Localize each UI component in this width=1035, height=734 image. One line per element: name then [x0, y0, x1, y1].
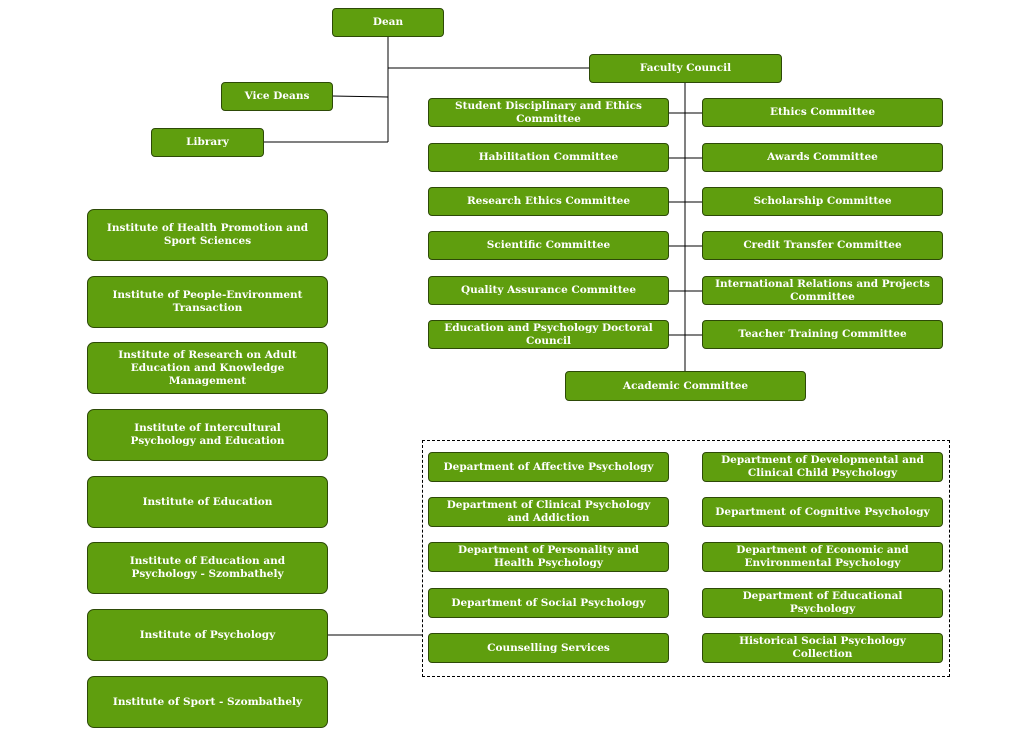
department-box: Department of Clinical Psychology and Ad… [428, 497, 669, 527]
committee-box: International Relations and Projects Com… [702, 276, 943, 305]
institute-label: Institute of Sport - Szombathely [112, 695, 303, 708]
institute-box: Institute of Education and Psychology - … [87, 542, 328, 594]
committee-label: Quality Assurance Committee [460, 284, 637, 296]
committee-label: Ethics Committee [769, 106, 876, 118]
vice-deans-label: Vice Deans [244, 90, 310, 102]
committee-label: Credit Transfer Committee [743, 239, 902, 251]
department-label: Department of Economic and Environmental… [736, 544, 909, 569]
committee-box: Teacher Training Committee [702, 320, 943, 349]
committee-box: Education and Psychology Doctoral Counci… [428, 320, 669, 349]
department-label: Department of Clinical Psychology and Ad… [446, 499, 651, 524]
institute-label: Institute of Health Promotion and Sport … [106, 222, 309, 247]
committee-box: Scholarship Committee [702, 187, 943, 216]
department-label: Department of Personality and Health Psy… [458, 544, 639, 569]
institute-box: Institute of Research on Adult Education… [87, 342, 328, 394]
department-box: Department of Cognitive Psychology [702, 497, 943, 527]
institute-label: Institute of Intercultural Psychology an… [130, 422, 285, 447]
department-box: Department of Economic and Environmental… [702, 542, 943, 572]
department-label: Department of Social Psychology [451, 596, 646, 609]
library-box: Library [151, 128, 264, 157]
department-label: Department of Cognitive Psychology [715, 505, 930, 518]
dean-box: Dean [332, 8, 444, 37]
institute-box: Institute of People-Environment Transact… [87, 276, 328, 328]
committee-label: Scientific Committee [486, 239, 611, 251]
department-box: Historical Social Psychology Collection [702, 633, 943, 663]
institute-box: Institute of Sport - Szombathely [87, 676, 328, 728]
committee-label: Habilitation Committee [478, 151, 619, 163]
vice-deans-box: Vice Deans [221, 82, 333, 111]
department-label: Counselling Services [487, 641, 610, 654]
institute-label: Institute of Psychology [139, 628, 276, 641]
committee-label: Education and Psychology Doctoral Counci… [444, 321, 653, 347]
academic-committee-label: Academic Committee [622, 379, 749, 392]
department-label: Department of Affective Psychology [443, 460, 654, 473]
department-box: Counselling Services [428, 633, 669, 663]
faculty-council-label: Faculty Council [639, 62, 732, 74]
institute-box: Institute of Education [87, 476, 328, 528]
committee-label: Awards Committee [767, 151, 878, 163]
institute-box: Institute of Psychology [87, 609, 328, 661]
committee-box: Student Disciplinary and Ethics Committe… [428, 98, 669, 127]
committee-box: Ethics Committee [702, 98, 943, 127]
committee-box: Habilitation Committee [428, 143, 669, 172]
committee-label: Student Disciplinary and Ethics Committe… [455, 99, 642, 125]
library-label: Library [186, 136, 229, 148]
department-box: Department of Personality and Health Psy… [428, 542, 669, 572]
committee-box: Quality Assurance Committee [428, 276, 669, 305]
department-box: Department of Social Psychology [428, 588, 669, 618]
committee-label: Research Ethics Committee [466, 195, 631, 207]
department-label: Historical Social Psychology Collection [739, 635, 906, 660]
committee-label: Teacher Training Committee [738, 328, 907, 340]
committee-box: Scientific Committee [428, 231, 669, 260]
department-box: Department of Developmental and Clinical… [702, 452, 943, 482]
departments-group [422, 440, 950, 677]
institute-label: Institute of Research on Adult Education… [118, 348, 297, 387]
department-box: Department of Educational Psychology [702, 588, 943, 618]
institute-label: Institute of Education and Psychology - … [129, 555, 286, 580]
committee-label: International Relations and Projects Com… [715, 277, 930, 303]
academic-committee-box: Academic Committee [565, 371, 806, 401]
institute-label: Institute of Education [142, 495, 273, 508]
department-label: Department of Educational Psychology [742, 590, 903, 615]
committee-box: Awards Committee [702, 143, 943, 172]
institute-box: Institute of Health Promotion and Sport … [87, 209, 328, 261]
committee-box: Credit Transfer Committee [702, 231, 943, 260]
department-label: Department of Developmental and Clinical… [721, 454, 924, 479]
committee-box: Research Ethics Committee [428, 187, 669, 216]
committee-label: Scholarship Committee [753, 195, 892, 207]
faculty-council-box: Faculty Council [589, 54, 782, 83]
institute-label: Institute of People-Environment Transact… [112, 289, 303, 314]
dean-label: Dean [372, 16, 404, 28]
institute-box: Institute of Intercultural Psychology an… [87, 409, 328, 461]
department-box: Department of Affective Psychology [428, 452, 669, 482]
